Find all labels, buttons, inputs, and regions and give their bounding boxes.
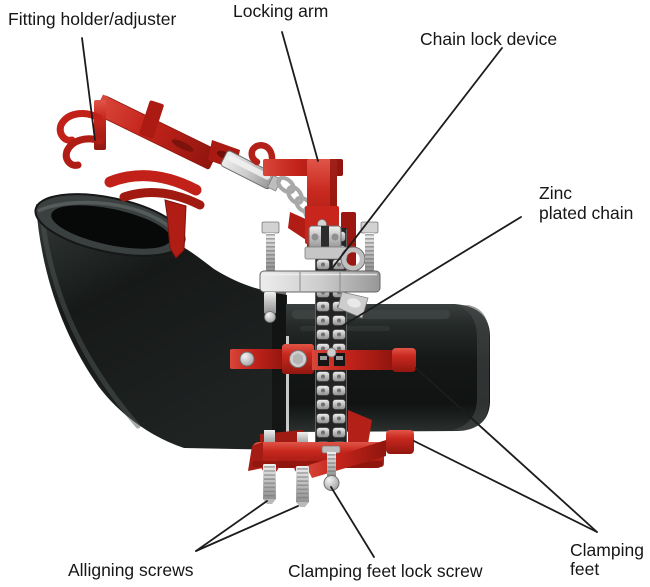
label-locking-arm: Locking arm (233, 1, 328, 21)
leader-alligning-screw-right (195, 505, 299, 552)
left-lower-cylinder (264, 292, 276, 314)
fitting-holder-adjuster (56, 94, 240, 259)
lock-screw-collar (321, 445, 341, 454)
lower-foot-tip (386, 430, 414, 454)
eye-ring (340, 246, 366, 272)
upper-clamping-foot (230, 344, 416, 374)
cross-bar (259, 270, 381, 293)
locking-arm-hook (248, 142, 276, 166)
left-stud-nut (261, 221, 280, 234)
label-zinc-plated-chain: Zinc plated chain (539, 183, 633, 223)
leader-lock-screw (330, 486, 375, 558)
holder-hook-lower (62, 135, 104, 169)
holder-rest-bar-upper (104, 170, 202, 196)
label-clamping-feet: Clamping feet (570, 540, 649, 579)
lock-clevis-slot (321, 226, 329, 250)
leader-zinc-plated-chain (338, 216, 522, 329)
turnbuckle-highlight (228, 155, 271, 180)
bell-socket-shade (272, 292, 286, 450)
alligning-screw-right-tip (296, 502, 309, 507)
elbow-bell-opening (51, 205, 171, 249)
leader-clamping-feet-upper (415, 367, 598, 533)
chain-lock-device (259, 221, 381, 323)
label-fitting-holder-adjuster: Fitting holder/adjuster (8, 9, 176, 29)
lower-clamping-foot (248, 410, 414, 507)
clevis-pin-left (311, 233, 319, 241)
adjuster-tube-slot (171, 139, 194, 152)
leader-locking-arm (281, 31, 319, 162)
left-stud (266, 233, 275, 272)
leader-alligning-screw-left (195, 500, 268, 552)
right-stud (365, 233, 374, 272)
pipe-end-face (452, 305, 489, 431)
leader-lines (81, 31, 598, 558)
elbow-pipe-body (36, 204, 287, 450)
label-chain-lock-device: Chain lock device (420, 29, 557, 49)
pivot-hex-bolt-head (293, 353, 303, 365)
window-chain-glint-1 (320, 356, 327, 360)
label-clamping-feet-lock-screw: Clamping feet lock screw (288, 561, 483, 581)
clevis-pin-right (331, 233, 339, 241)
alligning-screw-left-tip (263, 499, 276, 504)
alligning-screw-left-top (264, 430, 275, 446)
alligning-screw-right-top (297, 432, 308, 446)
dome-bolt (239, 351, 255, 367)
pipe-assembly (34, 193, 490, 450)
window-chain-glint-2 (336, 356, 343, 360)
upper-foot-tip (392, 348, 416, 372)
holder-hook-upper (56, 110, 103, 144)
column-brace (288, 212, 308, 240)
label-alligning-screws: Alligning screws (68, 560, 194, 580)
lock-pawl-glint (347, 298, 361, 308)
elbow-outer-highlight (39, 213, 141, 429)
leader-clamping-feet-lower (413, 440, 598, 533)
lock-screw-dome (323, 475, 340, 491)
zinc-plated-chain (315, 228, 347, 452)
lock-screw-shaft (327, 452, 336, 478)
left-ball-tip (264, 311, 276, 323)
lower-pad-right (348, 410, 372, 444)
alligning-screw-left (263, 464, 276, 500)
holder-claw-strap (164, 199, 187, 259)
roller-chain-strip (315, 228, 347, 452)
labels: Fitting holder/adjuster Locking arm Chai… (8, 1, 649, 581)
leader-fitting-holder (81, 37, 96, 141)
upper-foot-left-arm (230, 349, 286, 369)
bar-bolt (326, 347, 337, 358)
lower-foot-arm (306, 440, 386, 478)
joint-seam (286, 336, 289, 432)
leader-chain-lock-device (332, 47, 503, 268)
holder-rest-bar-lower (119, 188, 205, 210)
adjuster-tab (139, 100, 164, 139)
